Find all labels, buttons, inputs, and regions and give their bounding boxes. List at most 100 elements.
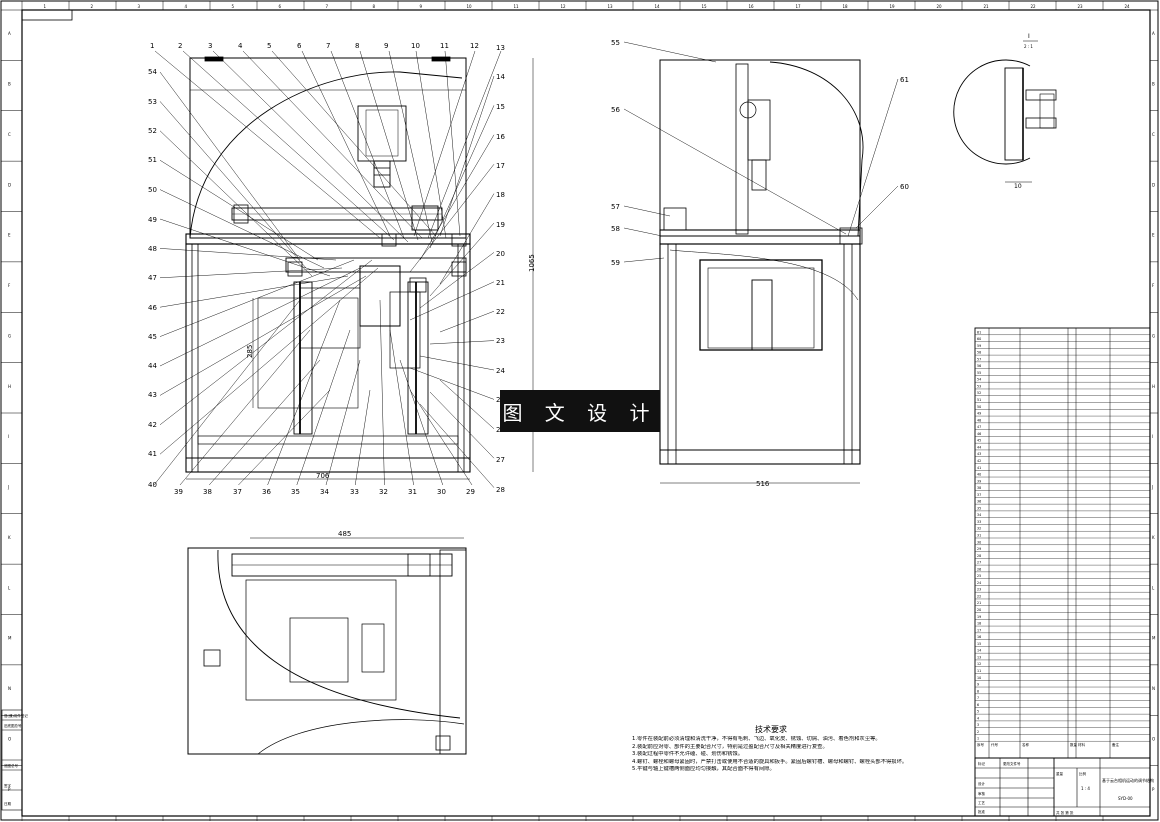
parts-list-number: 52 [977,391,981,395]
parts-list-number: 47 [977,425,981,429]
side-view-leaders [623,41,899,263]
callout-label: 48 [148,245,157,253]
side-upper-cabinet [659,59,861,237]
title-block-text: 标记 更改文件号 设计 审核 工艺 批准 重量 比例 1 : 4 共 张 第 张… [978,761,1154,815]
border-col-label: 5 [232,4,235,9]
border-row-label: G [1152,333,1155,338]
slider-block [411,205,439,231]
parts-list-number: 60 [977,337,981,341]
callout-label: 24 [496,367,505,375]
callout-label: 56 [611,106,620,114]
parts-list-number: 54 [977,378,981,382]
border-row-label: C [1152,132,1155,137]
callout-label: 12 [470,42,479,50]
parts-list-number: 6 [977,703,979,707]
parts-list-table: 6160595857565554535251504948474645444342… [974,327,1151,759]
parts-list-number: 7 [977,696,979,700]
callout-label: 14 [496,73,505,81]
watermark-banner: 图 文 设 计 [500,390,660,432]
border-row-label: E [8,233,11,238]
parts-list-number: 8 [977,689,979,693]
border-col-label: 9 [420,4,423,9]
callout-label: 19 [496,221,505,229]
callout-label: 40 [148,481,157,489]
callout-label: 4 [238,42,243,50]
border-col-label: 7 [326,4,329,9]
border-row-label: B [1152,82,1155,87]
parts-list-number: 42 [977,459,981,463]
callout-label: 31 [408,488,417,496]
camera-body [357,105,407,162]
border-row-label: G [8,333,11,338]
callout-label: 46 [148,304,157,312]
dimension-label: 485 [338,530,351,538]
parts-list-number: 59 [977,344,981,348]
title-block [974,757,1151,817]
border-row-label: P [1152,787,1155,792]
tb-row-label: 批准 [978,809,986,814]
tb-scale: 1 : 4 [1081,786,1090,791]
tb-header: 标记 [978,761,986,766]
tb-drawing-number: SYD-00 [1118,796,1133,801]
tb-row-label: 设计 [978,781,986,786]
border-col-label: 14 [655,4,661,9]
callout-label: 15 [496,103,505,111]
border-row-label: E [1152,233,1155,238]
side-view [659,59,864,484]
border-row-label: L [8,585,11,590]
dimension-label: 1065 [528,254,536,272]
border-col-label: 17 [796,4,802,9]
left-strip-label: 签字 [4,783,11,788]
left-lead-screw-housing [293,281,313,435]
parts-list-number: 48 [977,418,981,422]
callout-label: 27 [496,456,505,464]
callout-label: 50 [148,186,157,194]
middle-beam [185,233,471,245]
border-row-label: F [8,283,11,288]
camera-dome-arc [189,71,463,239]
left-strip-label: 日期 [4,801,11,806]
parts-list-number: 37 [977,493,981,497]
callout-label: 30 [437,488,446,496]
border-col-label: 11 [514,4,520,9]
border-col-label: 16 [749,4,755,9]
parts-list-number: 27 [977,561,981,565]
border-row-label: A [1152,31,1155,36]
parts-list-number: 23 [977,588,981,592]
tb-header: 更改文件号 [1003,761,1021,766]
border-col-label: 12 [561,4,567,9]
parts-list-header: 序号 [977,742,985,747]
border-row-label: C [8,132,11,137]
lift-motor [359,265,401,327]
callout-label: 53 [148,98,157,106]
parts-list-number: 43 [977,452,981,456]
callout-label: 36 [262,488,271,496]
border-row-label: H [1152,384,1155,389]
parts-list-number: 18 [977,622,981,626]
side-camera-body [747,99,771,161]
border-row-label: N [1152,686,1155,691]
callout-label: 9 [384,42,388,50]
parts-list-number: 11 [977,669,981,673]
parts-list-header: 代号 [991,742,999,747]
callout-label: 2 [178,42,182,50]
parts-list-number: 33 [977,520,981,524]
upper-cabinet [189,57,467,239]
border-row-label: H [8,384,11,389]
parts-list-number: 44 [977,445,981,449]
parts-list-number: 3 [977,723,979,727]
callout-label: 22 [496,308,505,316]
border-col-label: 24 [1125,4,1131,9]
callout-label: 34 [320,488,329,496]
front-view-callouts: 1 2 3 4 5 6 7 8 9 10 11 12 13 14 15 16 1… [148,42,536,496]
parts-list-number: 55 [977,371,981,375]
left-strip-label: 底图总号 [4,763,18,768]
callout-label: 17 [496,162,505,170]
callout-label: 3 [208,42,212,50]
parts-list-number: 36 [977,500,981,504]
callout-label: 44 [148,362,157,370]
border-col-label: 10 [467,4,473,9]
callout-label: 23 [496,337,505,345]
